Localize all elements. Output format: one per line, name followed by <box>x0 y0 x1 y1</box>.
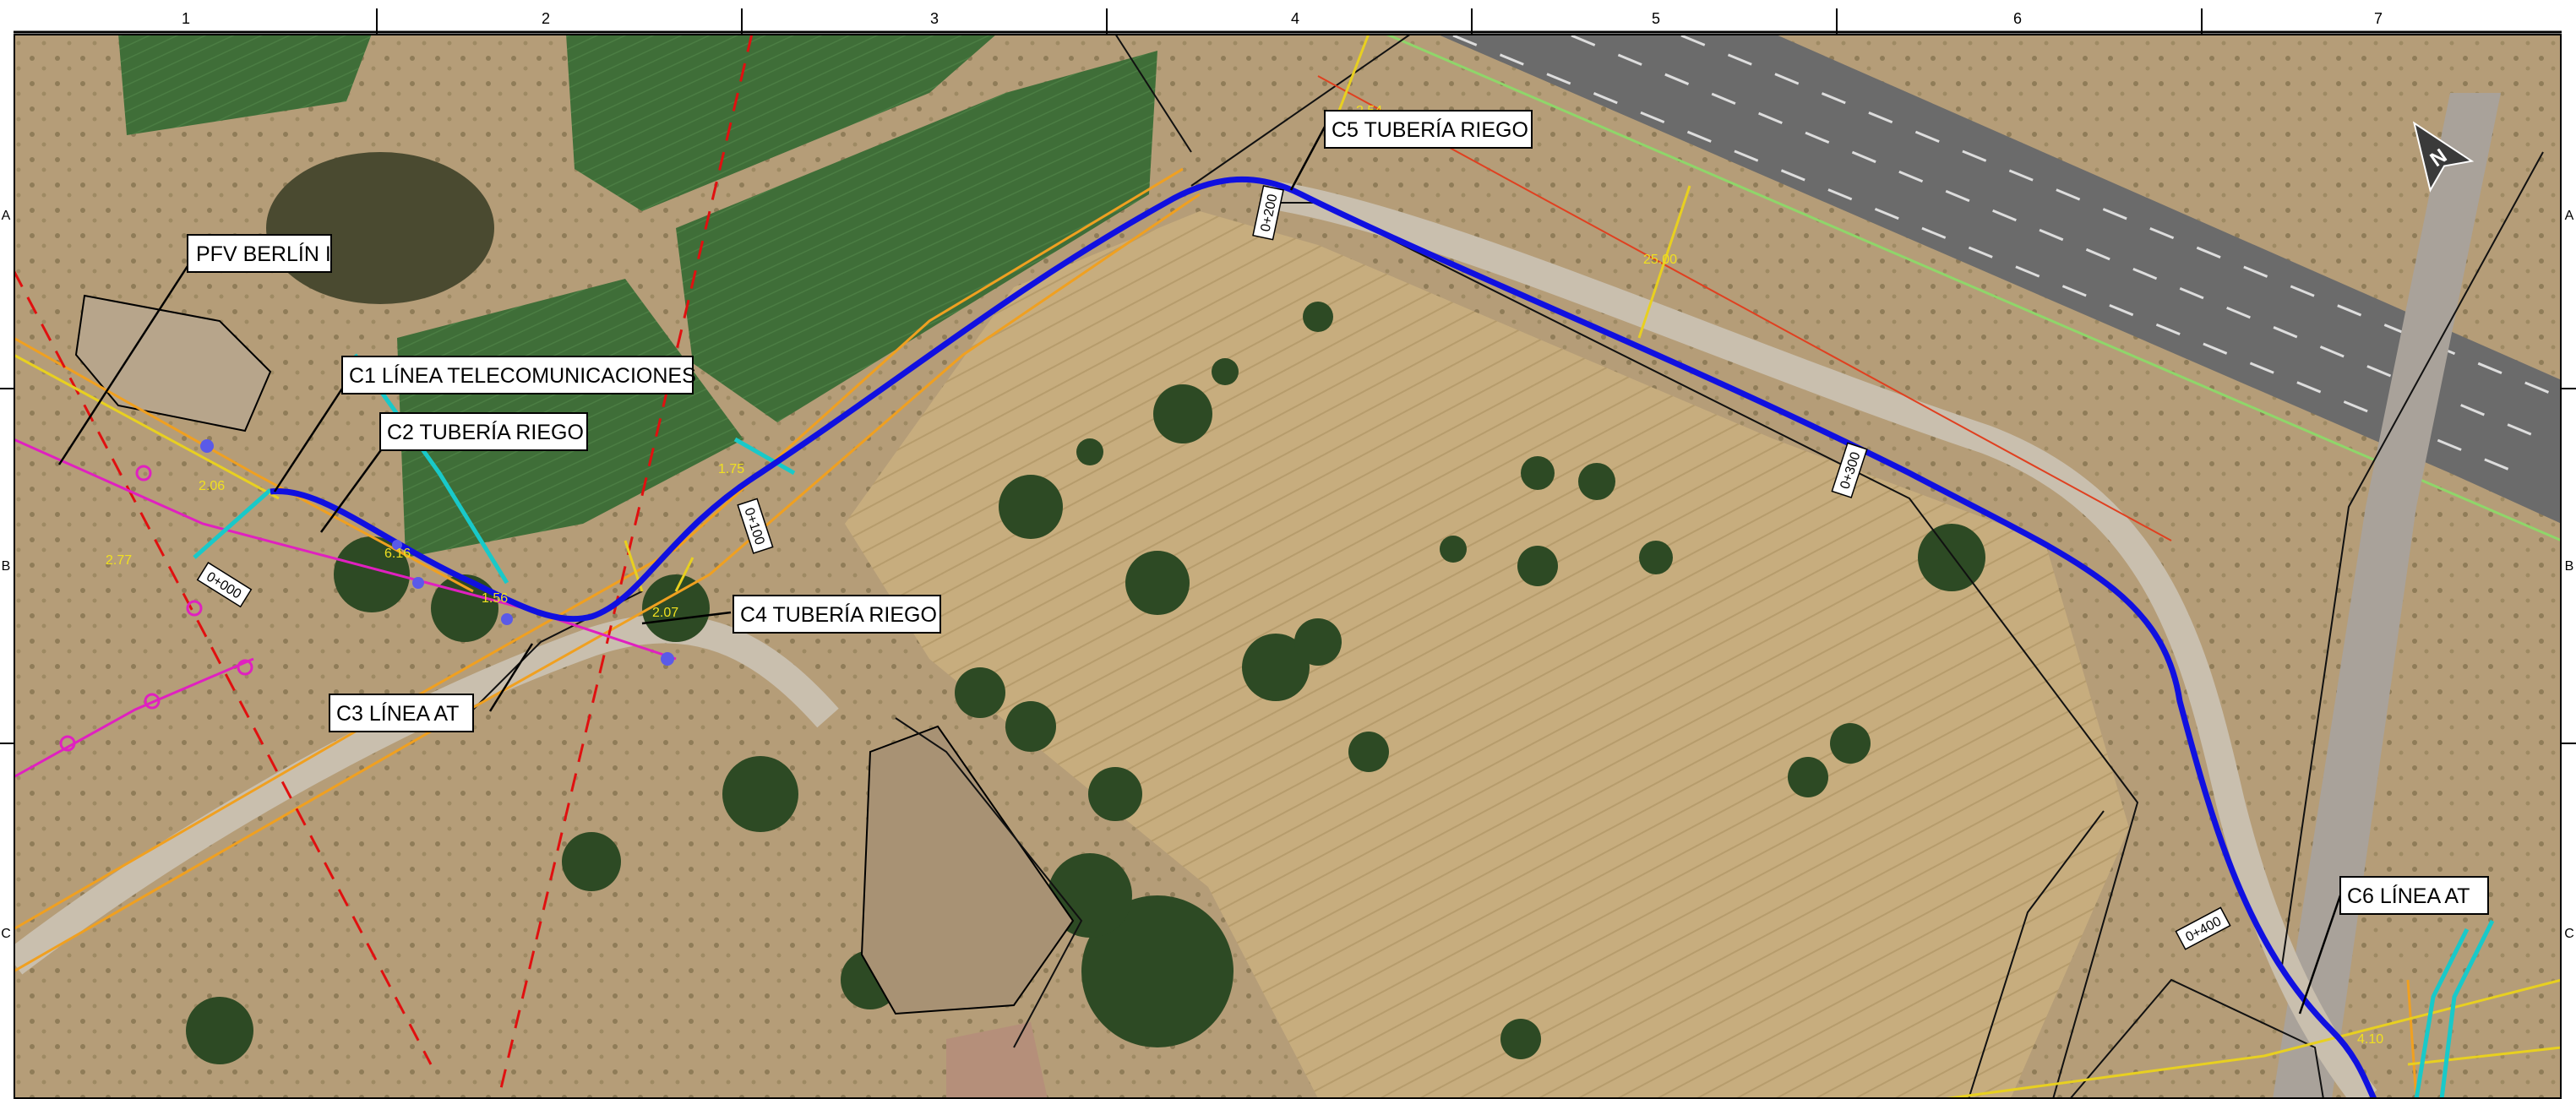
leader-lines <box>57 126 2342 1015</box>
grid-col-7: 7 <box>2374 10 2383 27</box>
survey-points <box>200 439 674 666</box>
callout-pfv: PFV BERLÍN I <box>196 242 331 266</box>
callout-c5: C5 TUBERÍA RIEGO <box>1332 117 1528 142</box>
callouts: PFV BERLÍN I C1 LÍNEA TELECOMUNICACIONES… <box>187 110 2489 915</box>
callout-c2: C2 TUBERÍA RIEGO <box>387 420 584 444</box>
dim-8: 1.75 <box>718 462 744 476</box>
callout-c1: C1 LÍNEA TELECOMUNICACIONES <box>349 363 696 388</box>
grid-row-right-b: B <box>2565 559 2574 574</box>
orange-boundary-lines <box>13 167 2418 1099</box>
dim-1: 2.77 <box>106 553 132 568</box>
grid-row-right-c: C <box>2564 927 2574 941</box>
grid-row-labels: A B C A B C <box>1 209 2574 941</box>
overpass <box>2273 93 2501 1099</box>
grid-col-3: 3 <box>930 10 939 27</box>
trees <box>186 302 1985 1064</box>
grid-col-5: 5 <box>1652 10 1660 27</box>
grid-col-2: 2 <box>542 10 550 27</box>
highway <box>1385 32 2562 542</box>
yellow-lines <box>13 33 2562 1099</box>
dim-3: 6.16 <box>384 547 411 561</box>
buildings <box>74 294 1075 1099</box>
grid-row-left-b: B <box>2 559 11 574</box>
grid-row-left-c: C <box>1 927 11 941</box>
dim-2: 2.06 <box>199 479 225 493</box>
callout-c6: C6 LÍNEA AT <box>2347 884 2470 908</box>
callout-c4: C4 TUBERÍA RIEGO <box>740 602 937 627</box>
dirt-roads <box>4 180 2377 1099</box>
parcel-boundaries <box>472 33 2544 1099</box>
grid-col-4: 4 <box>1291 10 1299 27</box>
grid-row-left-a: A <box>2 209 11 223</box>
route-line <box>270 176 2377 1099</box>
at-lines <box>12 33 754 1099</box>
setback-line <box>1317 75 2172 541</box>
grid-column-labels: 1 2 3 4 5 6 7 <box>182 10 2383 27</box>
dim-4: 1.56 <box>482 591 508 606</box>
grid-col-6: 6 <box>2013 10 2022 27</box>
grid-col-1: 1 <box>182 10 190 27</box>
dim-9: 4.10 <box>2357 1032 2383 1047</box>
dim-5: 2.07 <box>652 606 678 620</box>
grid-row-right-a: A <box>2565 209 2574 223</box>
pond <box>266 152 494 304</box>
dimension-labels: 2.77 2.06 6.16 1.56 2.07 25.00 2.54 1.75… <box>106 104 2383 1047</box>
callout-c3: C3 LÍNEA AT <box>336 701 459 726</box>
magenta-line <box>13 438 677 779</box>
dim-6: 25.00 <box>1643 253 1677 267</box>
